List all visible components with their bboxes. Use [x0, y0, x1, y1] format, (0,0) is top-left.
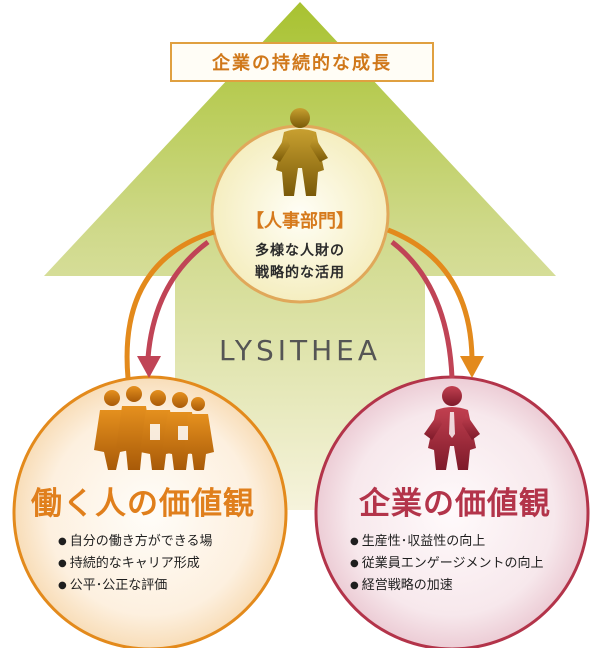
growth-banner: 企業の持続的な成長 — [170, 42, 434, 82]
worker-values-title: 働く人の価値観 — [31, 486, 255, 522]
company-value-bullet: 生産性･収益性の向上 — [350, 530, 486, 549]
company-values-title: 企業の価値観 — [359, 486, 551, 522]
company-value-bullet: 従業員エンゲージメントの向上 — [350, 552, 544, 571]
worker-value-bullet: 持続的なキャリア形成 — [58, 552, 200, 571]
worker-value-bullet: 自分の働き方ができる場 — [58, 530, 213, 549]
company-value-bullet: 経営戦略の加速 — [350, 574, 453, 593]
growth-banner-text: 企業の持続的な成長 — [212, 53, 392, 74]
right-cycle-arrow-icon — [390, 240, 455, 379]
left-cycle-arrow-icon — [124, 229, 215, 379]
right-down-arrow-icon — [387, 227, 475, 359]
left-down-arrow-icon — [145, 239, 210, 359]
business-person-icon — [424, 386, 480, 470]
hr-description-line2: 戦略的な活用 — [255, 265, 345, 281]
left-arrowhead-icon — [137, 356, 161, 378]
hr-department-title: 【人事部門】 — [246, 211, 354, 232]
executive-person-icon — [272, 108, 328, 196]
workers-group-icon — [94, 386, 214, 470]
right-arrowhead-icon — [460, 356, 484, 378]
worker-value-bullet: 公平･公正な評価 — [58, 574, 168, 593]
hr-description-line1: 多様な人財の — [255, 243, 345, 259]
brand-logo: LYSITHEA — [218, 334, 382, 367]
